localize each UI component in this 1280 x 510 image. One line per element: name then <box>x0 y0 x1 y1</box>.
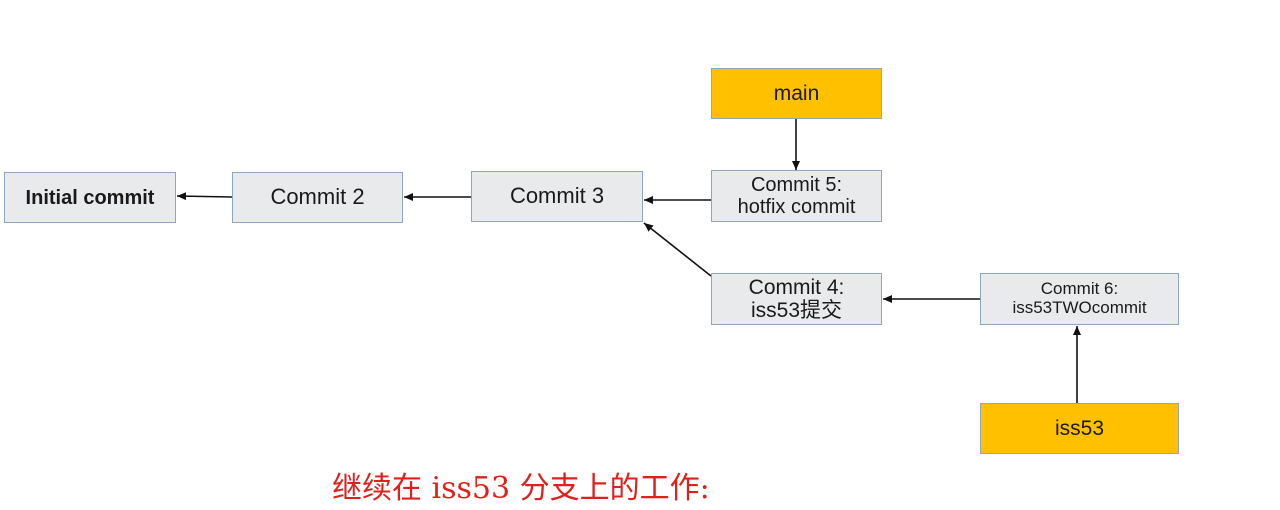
arrow-commit2-to-initial <box>176 192 233 201</box>
node-commit-4: Commit 4: iss53提交 <box>711 273 882 325</box>
node-commit-6-title: Commit 6: <box>1040 279 1119 299</box>
arrow-commit4-to-commit3 <box>643 222 712 277</box>
node-commit-2: Commit 2 <box>232 172 403 223</box>
node-commit-5-title: Commit 5: <box>750 174 843 196</box>
node-commit-3-label: Commit 3 <box>509 183 605 209</box>
branch-iss53: iss53 <box>980 403 1179 454</box>
node-commit-3: Commit 3 <box>471 171 643 222</box>
node-commit-5: Commit 5: hotfix commit <box>711 170 882 222</box>
branch-main-label: main <box>773 81 820 105</box>
caption-text: 继续在 iss53 分支上的工作: <box>332 471 710 506</box>
node-commit-4-message: iss53提交 <box>750 299 843 322</box>
node-initial-commit: Initial commit <box>4 172 176 223</box>
branch-iss53-label: iss53 <box>1054 416 1105 440</box>
node-commit-4-title: Commit 4: <box>748 275 845 299</box>
node-initial-commit-label: Initial commit <box>25 186 155 209</box>
node-commit-6: Commit 6: iss53TWOcommit <box>980 273 1179 325</box>
branch-main: main <box>711 68 882 119</box>
node-commit-6-message: iss53TWOcommit <box>1012 298 1147 317</box>
node-commit-2-label: Commit 2 <box>270 184 365 210</box>
node-commit-5-message: hotfix commit <box>737 196 856 218</box>
